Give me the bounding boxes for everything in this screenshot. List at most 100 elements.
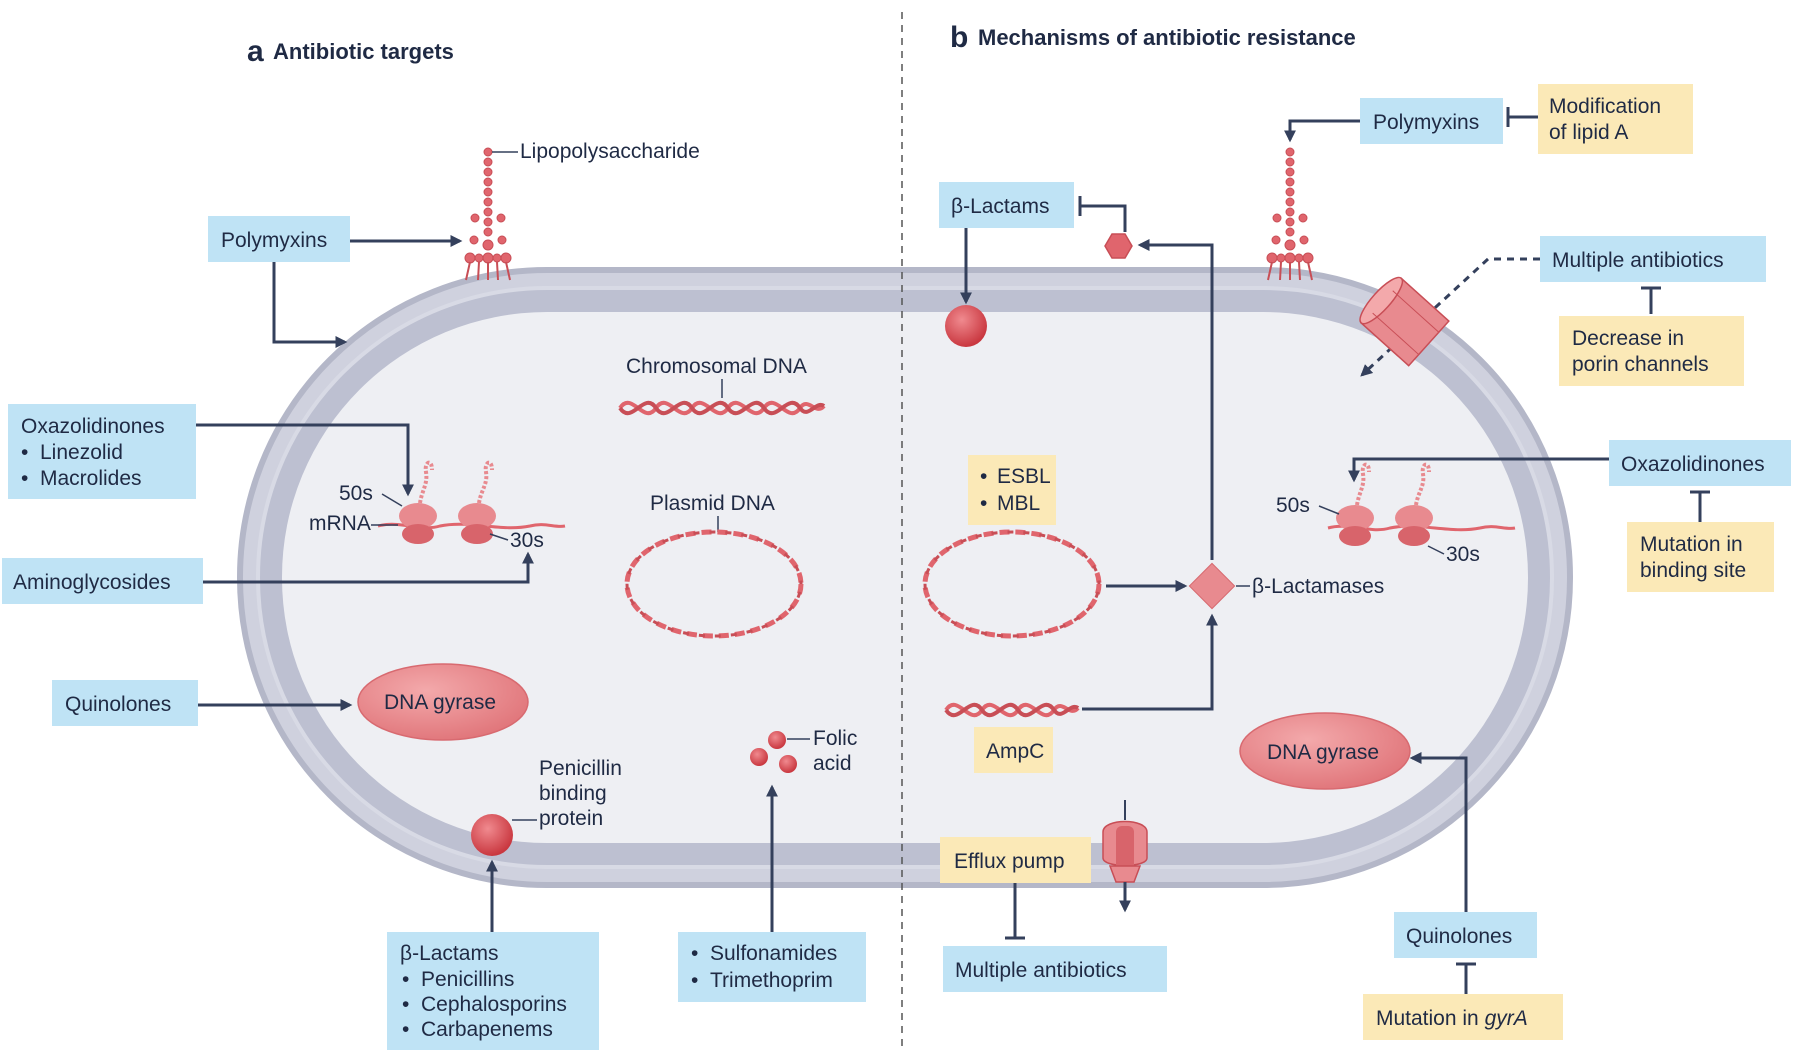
ribosome-icon-a2 xyxy=(458,460,496,544)
modification-lipid-a-box xyxy=(1538,84,1693,154)
ribosome-30s-leader-b xyxy=(1427,545,1445,555)
inhibit-beta-lactams-b xyxy=(1078,196,1127,232)
lps-label: Lipopolysaccharide xyxy=(520,140,700,163)
decrease-porin-line1: Decrease in xyxy=(1572,327,1684,350)
beta-lactamases-label: β-Lactamases xyxy=(1252,575,1384,598)
inhibit-multiple-antibiotics-top xyxy=(1641,286,1661,314)
cephalosporins-label: Cephalosporins xyxy=(421,993,567,1016)
beta-lactamase-icon xyxy=(1188,562,1236,610)
ribosome-icon-b2 xyxy=(1395,462,1433,546)
decrease-porin-line2: porin channels xyxy=(1572,353,1709,376)
aminoglycosides-box xyxy=(2,558,203,604)
beta-lactams-label-b: β-Lactams xyxy=(951,195,1049,218)
mutation-binding-line2: binding site xyxy=(1640,559,1746,582)
bullet-penicillins: • xyxy=(402,968,409,991)
bullet-carbapenems: • xyxy=(402,1018,409,1041)
chromosomal-dna-label: Chromosomal DNA xyxy=(626,355,807,378)
bullet-macrolides: • xyxy=(21,467,28,490)
modification-label-line1: Modification xyxy=(1549,95,1661,118)
polymyxins-box-a xyxy=(208,216,350,262)
quinolones-label-b: Quinolones xyxy=(1406,925,1512,948)
panel-a-title: Antibiotic targets xyxy=(273,39,454,64)
oxazolidinones-title-a: Oxazolidinones xyxy=(21,415,165,438)
esbl-label: ESBL xyxy=(997,465,1051,488)
cytoplasm xyxy=(282,312,1528,843)
efflux-pump-icon xyxy=(1102,800,1148,913)
dna-gyrase-label-a: DNA gyrase xyxy=(384,691,496,714)
dna-gyrase-label-b: DNA gyrase xyxy=(1267,741,1379,764)
penicillin-binding-protein-icon xyxy=(471,814,513,856)
mutation-gyra-prefix: Mutation in xyxy=(1376,1007,1485,1030)
bullet-esbl: • xyxy=(980,465,987,488)
efflux-pump-label: Efflux pump xyxy=(954,850,1065,873)
mutation-binding-site-box xyxy=(1627,522,1774,592)
polymyxins-label-b: Polymyxins xyxy=(1373,111,1479,134)
polymyxins-box-b xyxy=(1360,98,1503,144)
pbp-label-line2: binding xyxy=(539,782,607,805)
bullet-cephalosporins: • xyxy=(402,993,409,1016)
bullet-mbl: • xyxy=(980,492,987,515)
multiple-antibiotics-label-bottom: Multiple antibiotics xyxy=(955,959,1127,982)
dna-gyrase-icon-a xyxy=(357,663,529,741)
bullet-sulfonamides: • xyxy=(691,942,698,965)
ribosome-50s-label-b: 50s xyxy=(1276,494,1310,517)
ampc-dna-icon xyxy=(944,702,1080,718)
lipopolysaccharide-icon-b xyxy=(1266,147,1314,281)
penicillins-label: Penicillins xyxy=(421,968,514,991)
inhibit-oxazolidinones-b xyxy=(1690,490,1710,522)
panel-b-title: Mechanisms of antibiotic resistance xyxy=(978,25,1356,50)
ampc-box xyxy=(974,727,1053,773)
modification-label-line2: of lipid A xyxy=(1549,121,1628,144)
esbl-mbl-box xyxy=(968,455,1056,525)
porin-channel-icon xyxy=(1359,276,1450,367)
dna-gyrase-icon-b xyxy=(1239,712,1411,790)
hydrolysed-beta-lactam-icon xyxy=(1104,233,1133,259)
beta-lactams-title-a: β-Lactams xyxy=(400,942,498,965)
inhibit-multiple-antibiotics-bottom xyxy=(1005,883,1025,940)
oxazolidinones-label-b: Oxazolidinones xyxy=(1621,453,1765,476)
lipopolysaccharide-icon xyxy=(464,147,512,281)
ribosome-50s-leader-b xyxy=(1318,505,1340,515)
folic-acid-label-line2: acid xyxy=(813,752,852,775)
bullet-linezolid: • xyxy=(21,441,28,464)
oxazolidinones-box-a xyxy=(8,404,196,499)
oxazolidinones-box-b xyxy=(1609,440,1791,486)
linezolid-label: Linezolid xyxy=(40,441,123,464)
decrease-porin-box xyxy=(1559,316,1744,386)
pbp-label-line1: Penicillin xyxy=(539,757,622,780)
inhibit-quinolones-b xyxy=(1456,962,1476,994)
macrolides-label: Macrolides xyxy=(40,467,142,490)
pbp-label-line3: protein xyxy=(539,807,603,830)
ribosome-30s-label-b: 30s xyxy=(1446,543,1480,566)
bullet-trimethoprim: • xyxy=(691,969,698,992)
multiple-antibiotics-box-top xyxy=(1540,236,1766,282)
bacterial-cell xyxy=(237,267,1573,888)
beta-lactams-box-b xyxy=(939,182,1074,228)
quinolones-box-b xyxy=(1394,912,1537,958)
folic-acid-icon xyxy=(750,731,797,773)
mutation-gyra-box xyxy=(1363,994,1563,1040)
mutation-gyra-label: Mutation in gyrA xyxy=(1376,1007,1528,1030)
pbp-icon-b xyxy=(945,305,987,347)
ribosome-30s-label-a: 30s xyxy=(510,529,544,552)
polymyxins-label-a: Polymyxins xyxy=(221,229,327,252)
sulfonamides-box xyxy=(678,932,866,1002)
trimethoprim-label: Trimethoprim xyxy=(710,969,833,992)
ribosome-icon-b1 xyxy=(1336,462,1374,546)
carbapenems-label: Carbapenems xyxy=(421,1018,553,1041)
folic-acid-label-line1: Folic xyxy=(813,727,857,750)
mbl-label: MBL xyxy=(997,492,1040,515)
sulfonamides-label: Sulfonamides xyxy=(710,942,837,965)
quinolones-box-a xyxy=(52,680,198,726)
quinolones-label-a: Quinolones xyxy=(65,693,171,716)
mutation-binding-line1: Mutation in xyxy=(1640,533,1743,556)
ribosome-icon-a1 xyxy=(399,460,437,544)
panel-b-letter: b xyxy=(950,21,968,54)
plasmid-dna-icon xyxy=(624,529,804,639)
mutation-gyra-gene: gyrA xyxy=(1485,1007,1528,1030)
efflux-pump-box xyxy=(940,837,1091,883)
porin-path-arrow xyxy=(1360,257,1540,377)
plasmid-dna-icon-b xyxy=(922,529,1102,639)
beta-lactams-box-a xyxy=(387,932,599,1050)
